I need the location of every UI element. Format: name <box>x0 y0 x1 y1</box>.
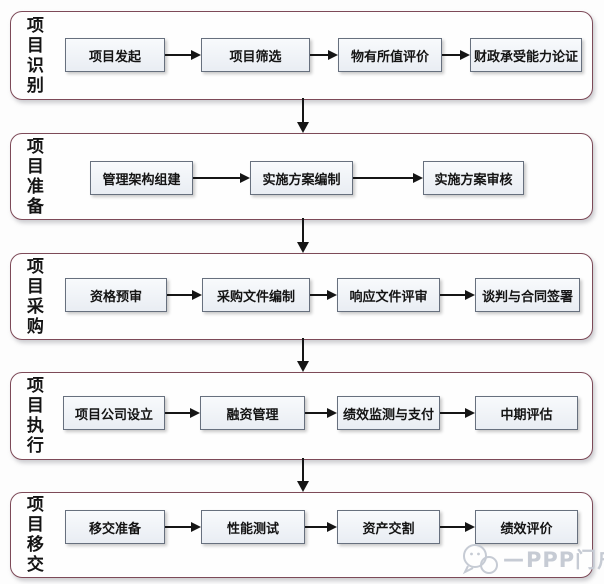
flow-arrow-down <box>296 98 310 133</box>
phase-label-procurement: 项目采购 <box>22 256 43 337</box>
step-box: 采购文件编制 <box>202 278 310 312</box>
wechat-bubbles-icon <box>460 542 502 576</box>
phase-label-transfer: 项目移交 <box>22 495 43 575</box>
flow-arrow-right <box>440 521 475 533</box>
step-box: 绩效评价 <box>475 510 578 544</box>
phase-label-identification: 项目识别 <box>22 15 43 96</box>
flow-arrow-right <box>167 289 202 301</box>
flow-arrow-right <box>310 289 337 301</box>
flow-arrow-right <box>310 49 338 61</box>
flow-arrow-right <box>165 407 200 419</box>
flow-arrow-right <box>305 407 337 419</box>
step-box: 性能测试 <box>201 510 305 544</box>
step-box: 实施方案编制 <box>250 161 353 195</box>
watermark: — PPP门户 <box>460 542 604 576</box>
step-box: 谈判与合同签署 <box>475 278 580 312</box>
watermark-dash: — <box>503 547 525 571</box>
step-box: 实施方案审核 <box>423 161 524 195</box>
flow-arrow-down <box>296 218 310 253</box>
step-box: 项目发起 <box>65 38 165 72</box>
flow-arrow-down <box>296 338 310 372</box>
step-box: 响应文件评审 <box>337 278 440 312</box>
step-box: 物有所值评价 <box>338 38 442 72</box>
flow-arrow-right <box>193 172 250 184</box>
step-box: 管理架构组建 <box>90 161 193 195</box>
step-box: 财政承受能力论证 <box>470 38 582 72</box>
phase-label-preparation: 项目准备 <box>22 136 43 217</box>
watermark-label: PPP门户 <box>526 548 604 572</box>
flow-arrow-right <box>440 407 475 419</box>
step-box: 项目筛选 <box>201 38 310 72</box>
flow-arrow-right <box>440 289 475 301</box>
flow-arrow-right <box>305 521 337 533</box>
step-box: 移交准备 <box>65 510 165 544</box>
step-box: 资格预审 <box>65 278 167 312</box>
flow-arrow-right <box>165 521 201 533</box>
flow-arrow-right <box>353 172 423 184</box>
phase-label-execution: 项目执行 <box>22 376 43 456</box>
flow-arrow-right <box>442 49 470 61</box>
step-box: 项目公司设立 <box>63 396 165 430</box>
step-box: 绩效监测与支付 <box>337 396 440 430</box>
step-box: 中期评估 <box>475 396 578 430</box>
flow-arrow-right <box>165 49 201 61</box>
flow-arrow-down <box>296 458 310 492</box>
step-box: 融资管理 <box>200 396 305 430</box>
step-box: 资产交割 <box>337 510 440 544</box>
